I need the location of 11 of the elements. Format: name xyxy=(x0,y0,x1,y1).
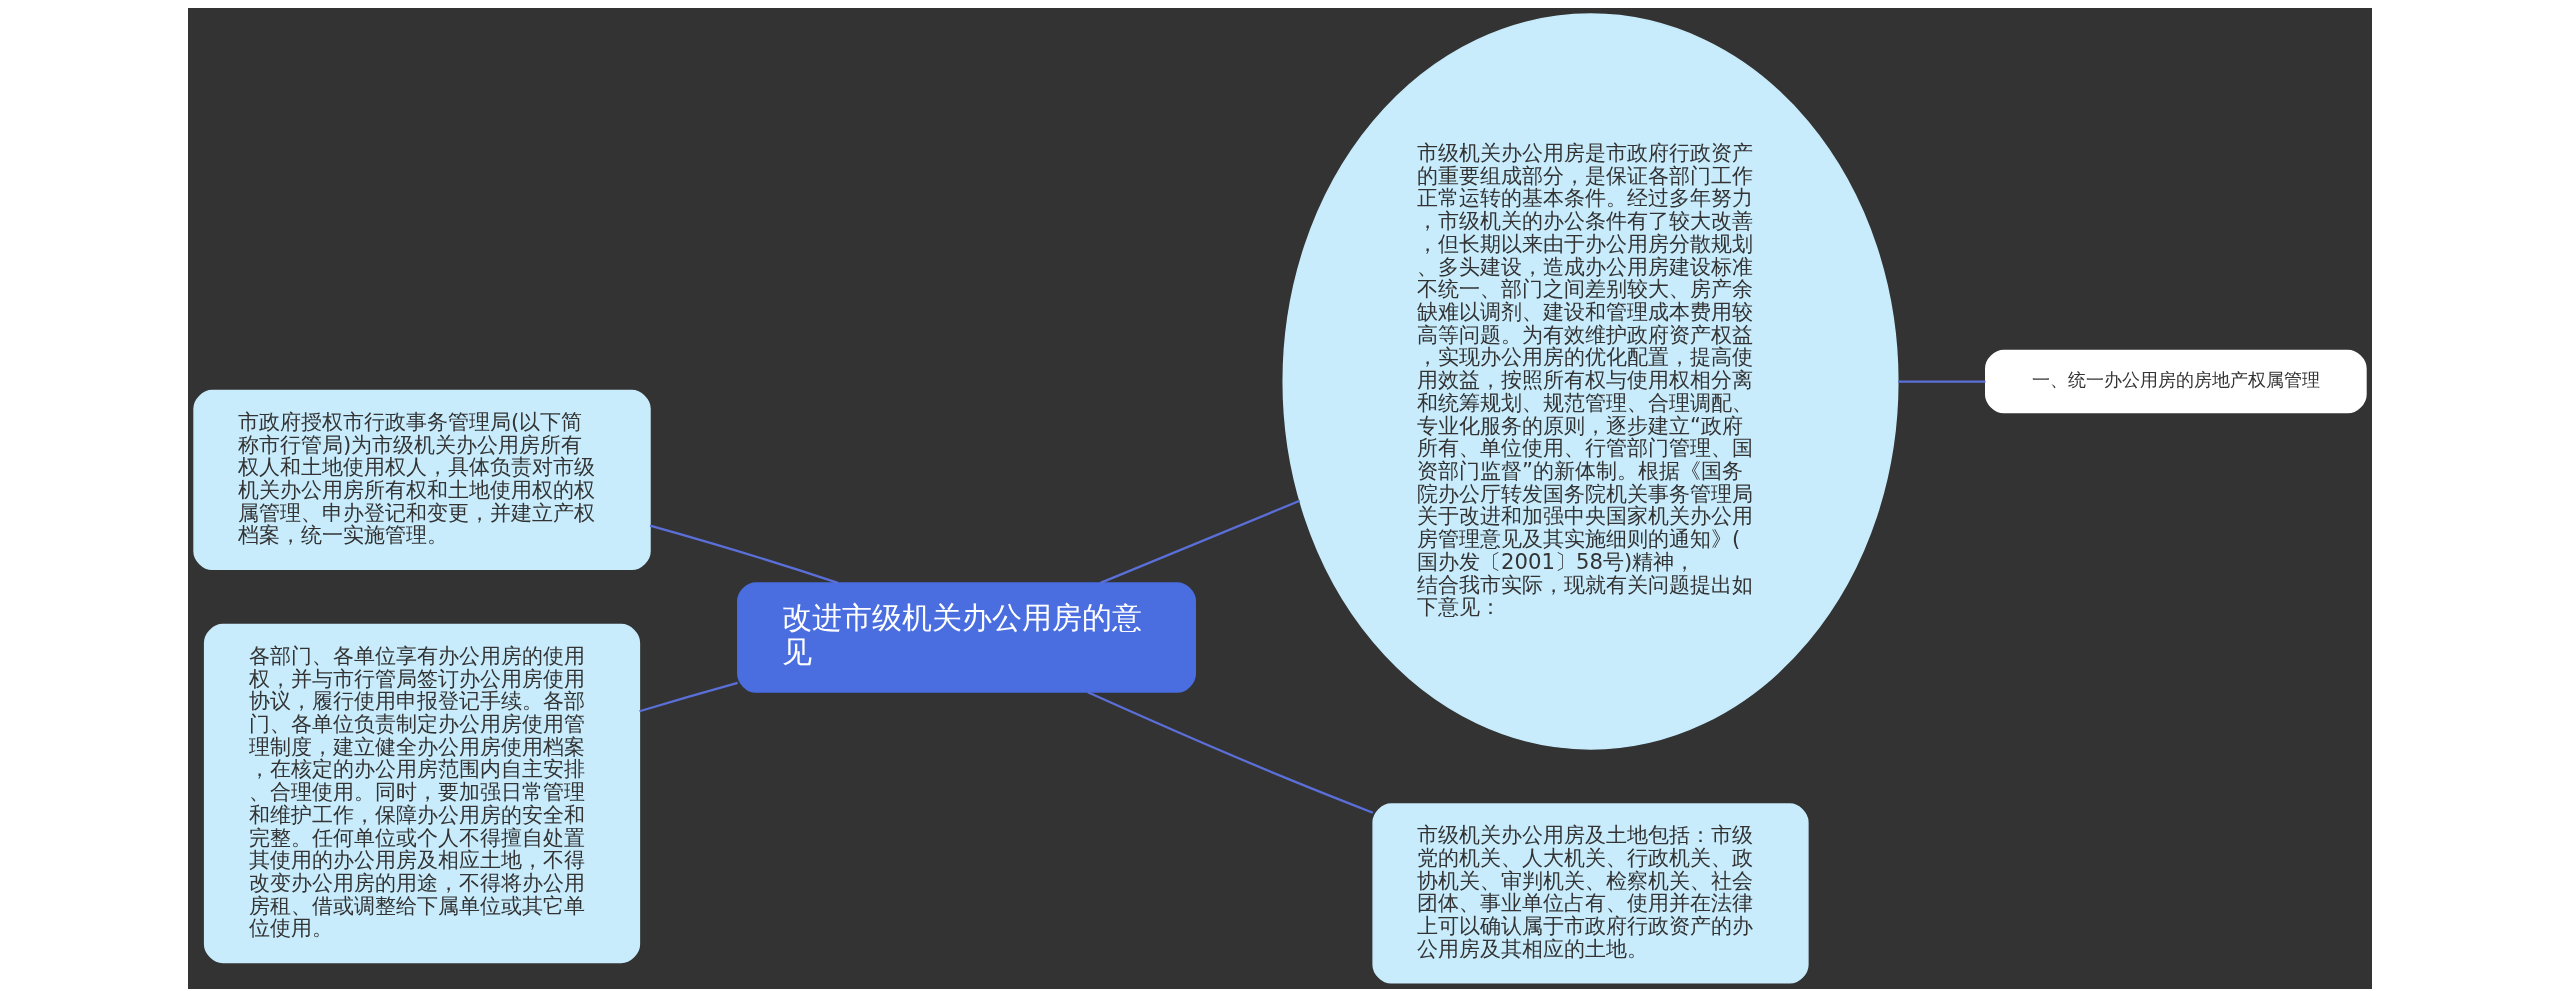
connector xyxy=(1100,499,1301,584)
node-box: 一、统一办公用房的房地产权属管理 xyxy=(1985,349,2367,414)
node-box: 各部门、各单位享有办公用房的使用权，并与市行管局签订办公用房使用协议，履行使用申报登记手续。各部门、各单位负责制定办公用房使用管理制度，建立健全办公用房使用档案，在核定的办公用房范围内自主安排、合理使用。同时，要加强日常管理和维护工作，保障办公用房的安全和完整。任何单位或个人不得擅自处置其使用的办公用房及相应土地，不得改变办公用房的用途，不得将办公用房租、借或调整给下属单位或其它单位使用。 xyxy=(203,623,641,964)
connector xyxy=(1898,380,1986,383)
connector xyxy=(1087,691,1374,814)
node-box: 市政府授权市行政事务管理局(以下简称市行管局)为市级机关办公用房所有权人和土地使用权人，具体负责对市级机关办公用房所有权和土地使用权的权属管理、申办登记和变更，并建立产权档案，统一实施管理。 xyxy=(193,389,651,571)
connector xyxy=(639,681,738,713)
node-ellipse: 市级机关办公用房是市政府行政资产的重要组成部分，是保证各部门工作正常运转的基本条件。经过多年努力，市级机关的办公条件有了较大改善，但长期以来由于办公用房分散规划、多头建设，造成办公用房建设标准不统一、部门之间差别较大、房产余缺难以调剂、建设和管理成本费用较高等问题。为有效维护政府资产权益，实现办公用房的优化配置，提高使用效益，按照所有权与使用权相分离和统筹规划、规范管理、合理调配、专业化服务的原则，逐步建立“政府所有、单位使用、行管部门管理、国资部门监督”的新体制。根据《国务院办公厅转发国务院机关事务管理局关于改进和加强中央国家机关办公用房管理意见及其实施细则的通知》(国办发〔2001〕58号)精神，结合我市实际，现就有关问题提出如下意见： xyxy=(1282,13,1899,750)
node-box: 改进市级机关办公用房的意见 xyxy=(737,582,1197,693)
connector xyxy=(649,524,839,584)
node-box: 市级机关办公用房及土地包括：市级党的机关、人大机关、行政机关、政协机关、审判机关、检察机关、社会团体、事业单位占有、使用并在法律上可以确认属于市政府行政资产的办公用房及其相应的土地。 xyxy=(1372,803,1809,984)
